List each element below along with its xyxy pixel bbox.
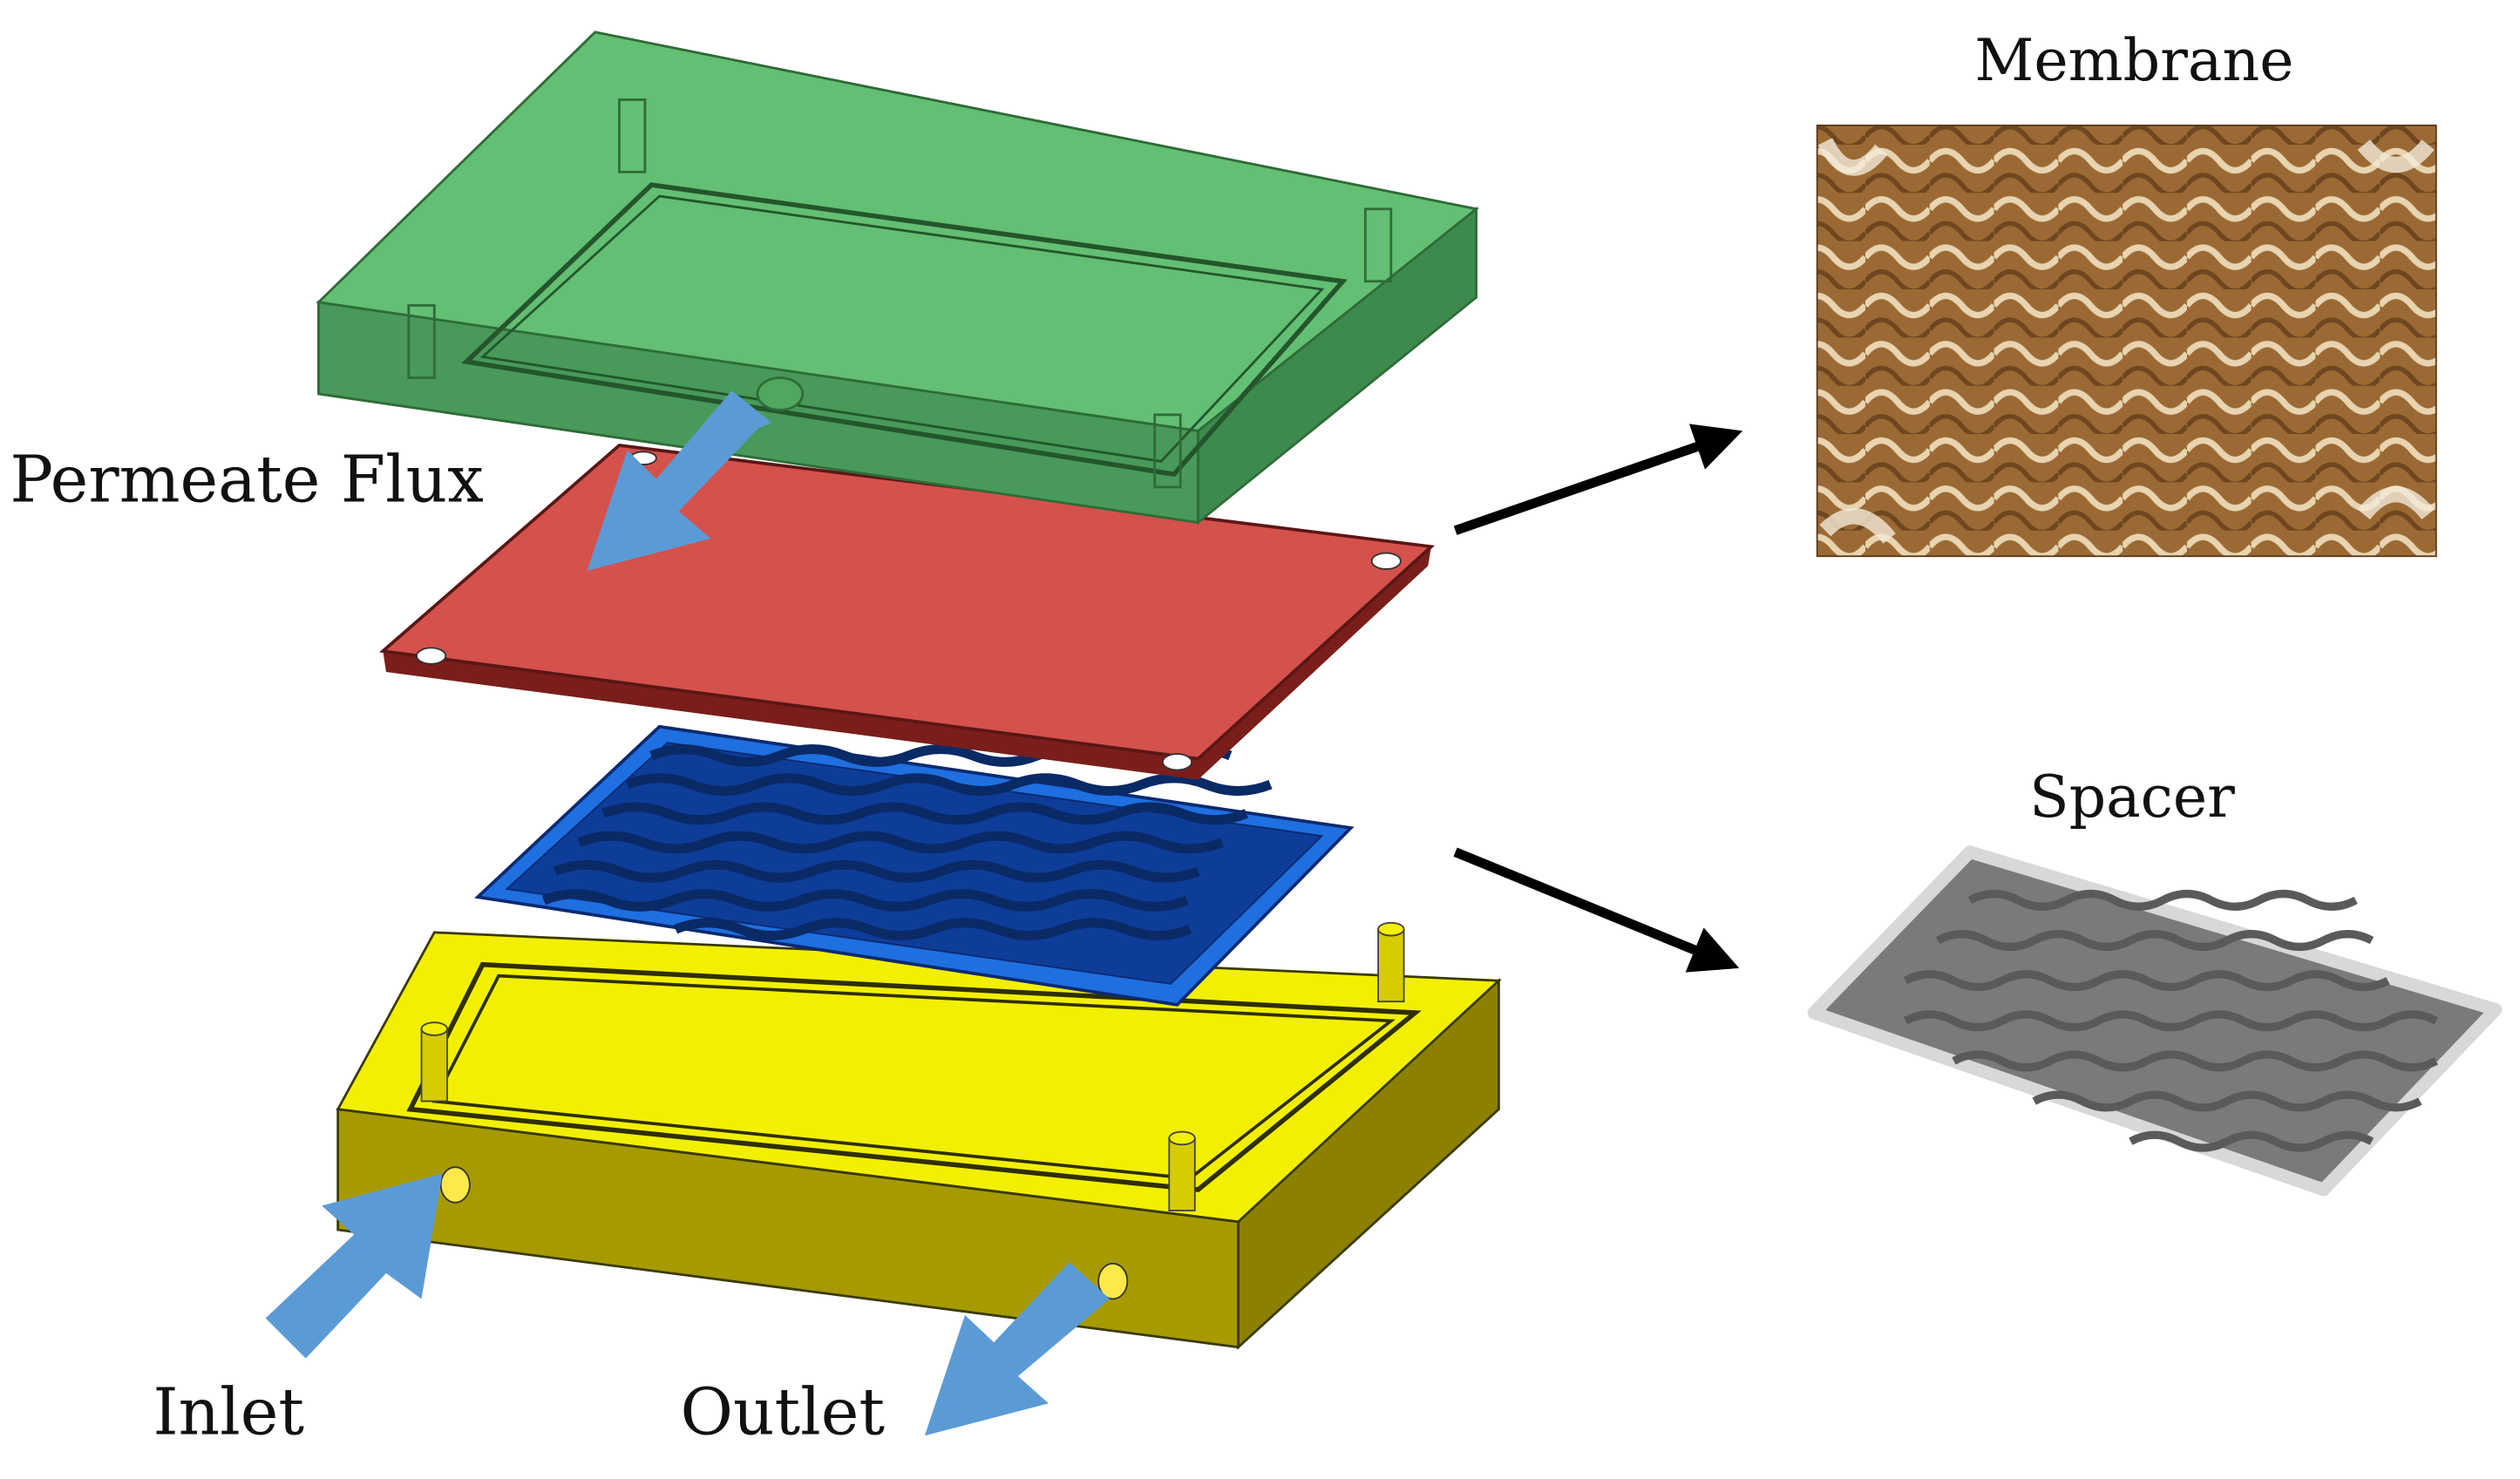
top-plate xyxy=(316,31,1479,526)
membrane-label: Membrane xyxy=(1974,26,2293,94)
flow-arrow-icon xyxy=(924,1261,1111,1436)
inlet-port xyxy=(439,1166,471,1204)
spacer-label: Spacer xyxy=(2029,763,2235,831)
membrane-photo xyxy=(1816,124,2437,558)
bottom-plate xyxy=(336,921,1502,1350)
outlet-label: Outlet xyxy=(681,1375,886,1449)
membrane-sheet xyxy=(378,444,1436,780)
alignment-pin xyxy=(1168,1130,1196,1211)
pointer-arrow-icon xyxy=(1453,847,1740,973)
flow-arrow-icon xyxy=(587,390,772,571)
flow-arrow-icon xyxy=(265,1173,443,1359)
outlet-port xyxy=(1097,1262,1129,1300)
pointer-arrow-icon xyxy=(1453,424,1743,535)
alignment-pin xyxy=(1377,921,1405,1003)
alignment-pin xyxy=(420,1021,448,1102)
permeate-flux-label: Permeate Flux xyxy=(10,444,483,518)
spacer-layer xyxy=(474,724,1355,1007)
spacer-render xyxy=(1807,845,2503,1197)
inlet-label: Inlet xyxy=(153,1375,305,1449)
